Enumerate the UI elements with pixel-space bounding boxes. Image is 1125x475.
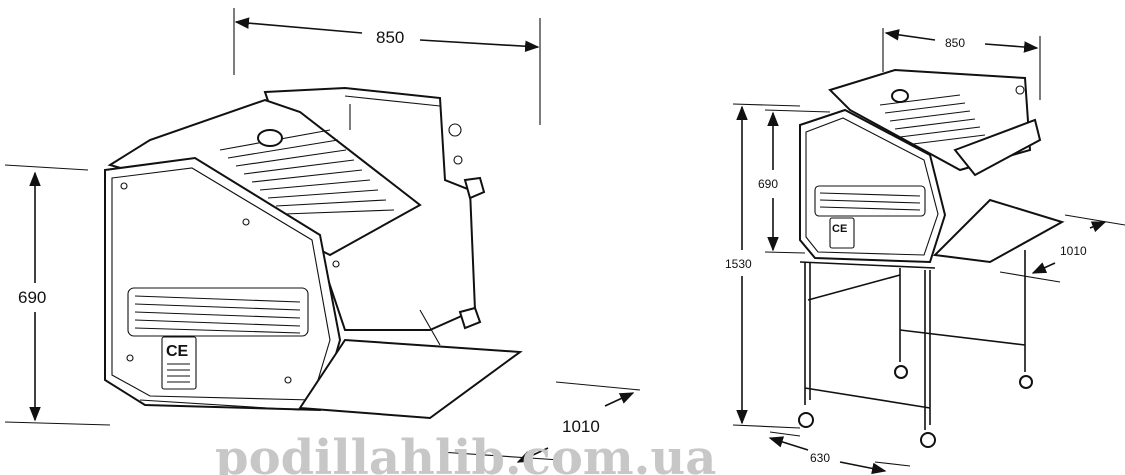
svg-text:690: 690: [18, 288, 46, 307]
roller-slats: [219, 129, 395, 215]
right-depth-dimension: 1010: [999, 214, 1125, 283]
svg-text:CE: CE: [166, 343, 189, 360]
svg-text:1530: 1530: [725, 257, 752, 271]
left-machine: CE: [104, 86, 523, 420]
svg-text:850: 850: [376, 28, 404, 47]
svg-text:690: 690: [758, 177, 778, 191]
watermark: podillahlib.com.ua: [215, 430, 716, 475]
ce-label-right: CE: [829, 217, 855, 249]
right-outfeed-tray: [932, 198, 1065, 264]
ce-label-left: CE: [161, 336, 197, 390]
left-depth-dimension: 1010: [439, 381, 641, 463]
right-total-height-dimension: 1530: [725, 103, 801, 429]
vent-grille: [127, 287, 309, 337]
right-roller-slats: [879, 94, 986, 146]
right-height-dimension: 690: [758, 109, 831, 254]
svg-text:1010: 1010: [1060, 244, 1087, 258]
right-width-dimension: 850: [882, 28, 1041, 100]
svg-text:630: 630: [810, 451, 830, 465]
outfeed-tray: [298, 338, 523, 420]
left-height-dimension: 690: [4, 164, 111, 426]
stand: [798, 250, 1033, 448]
svg-text:CE: CE: [832, 223, 847, 235]
left-width-dimension: 850: [233, 8, 541, 125]
svg-text:850: 850: [945, 36, 965, 50]
svg-text:1010: 1010: [562, 417, 600, 436]
right-machine: CE: [798, 68, 1065, 448]
stand-width-dimension: 630: [768, 431, 911, 475]
